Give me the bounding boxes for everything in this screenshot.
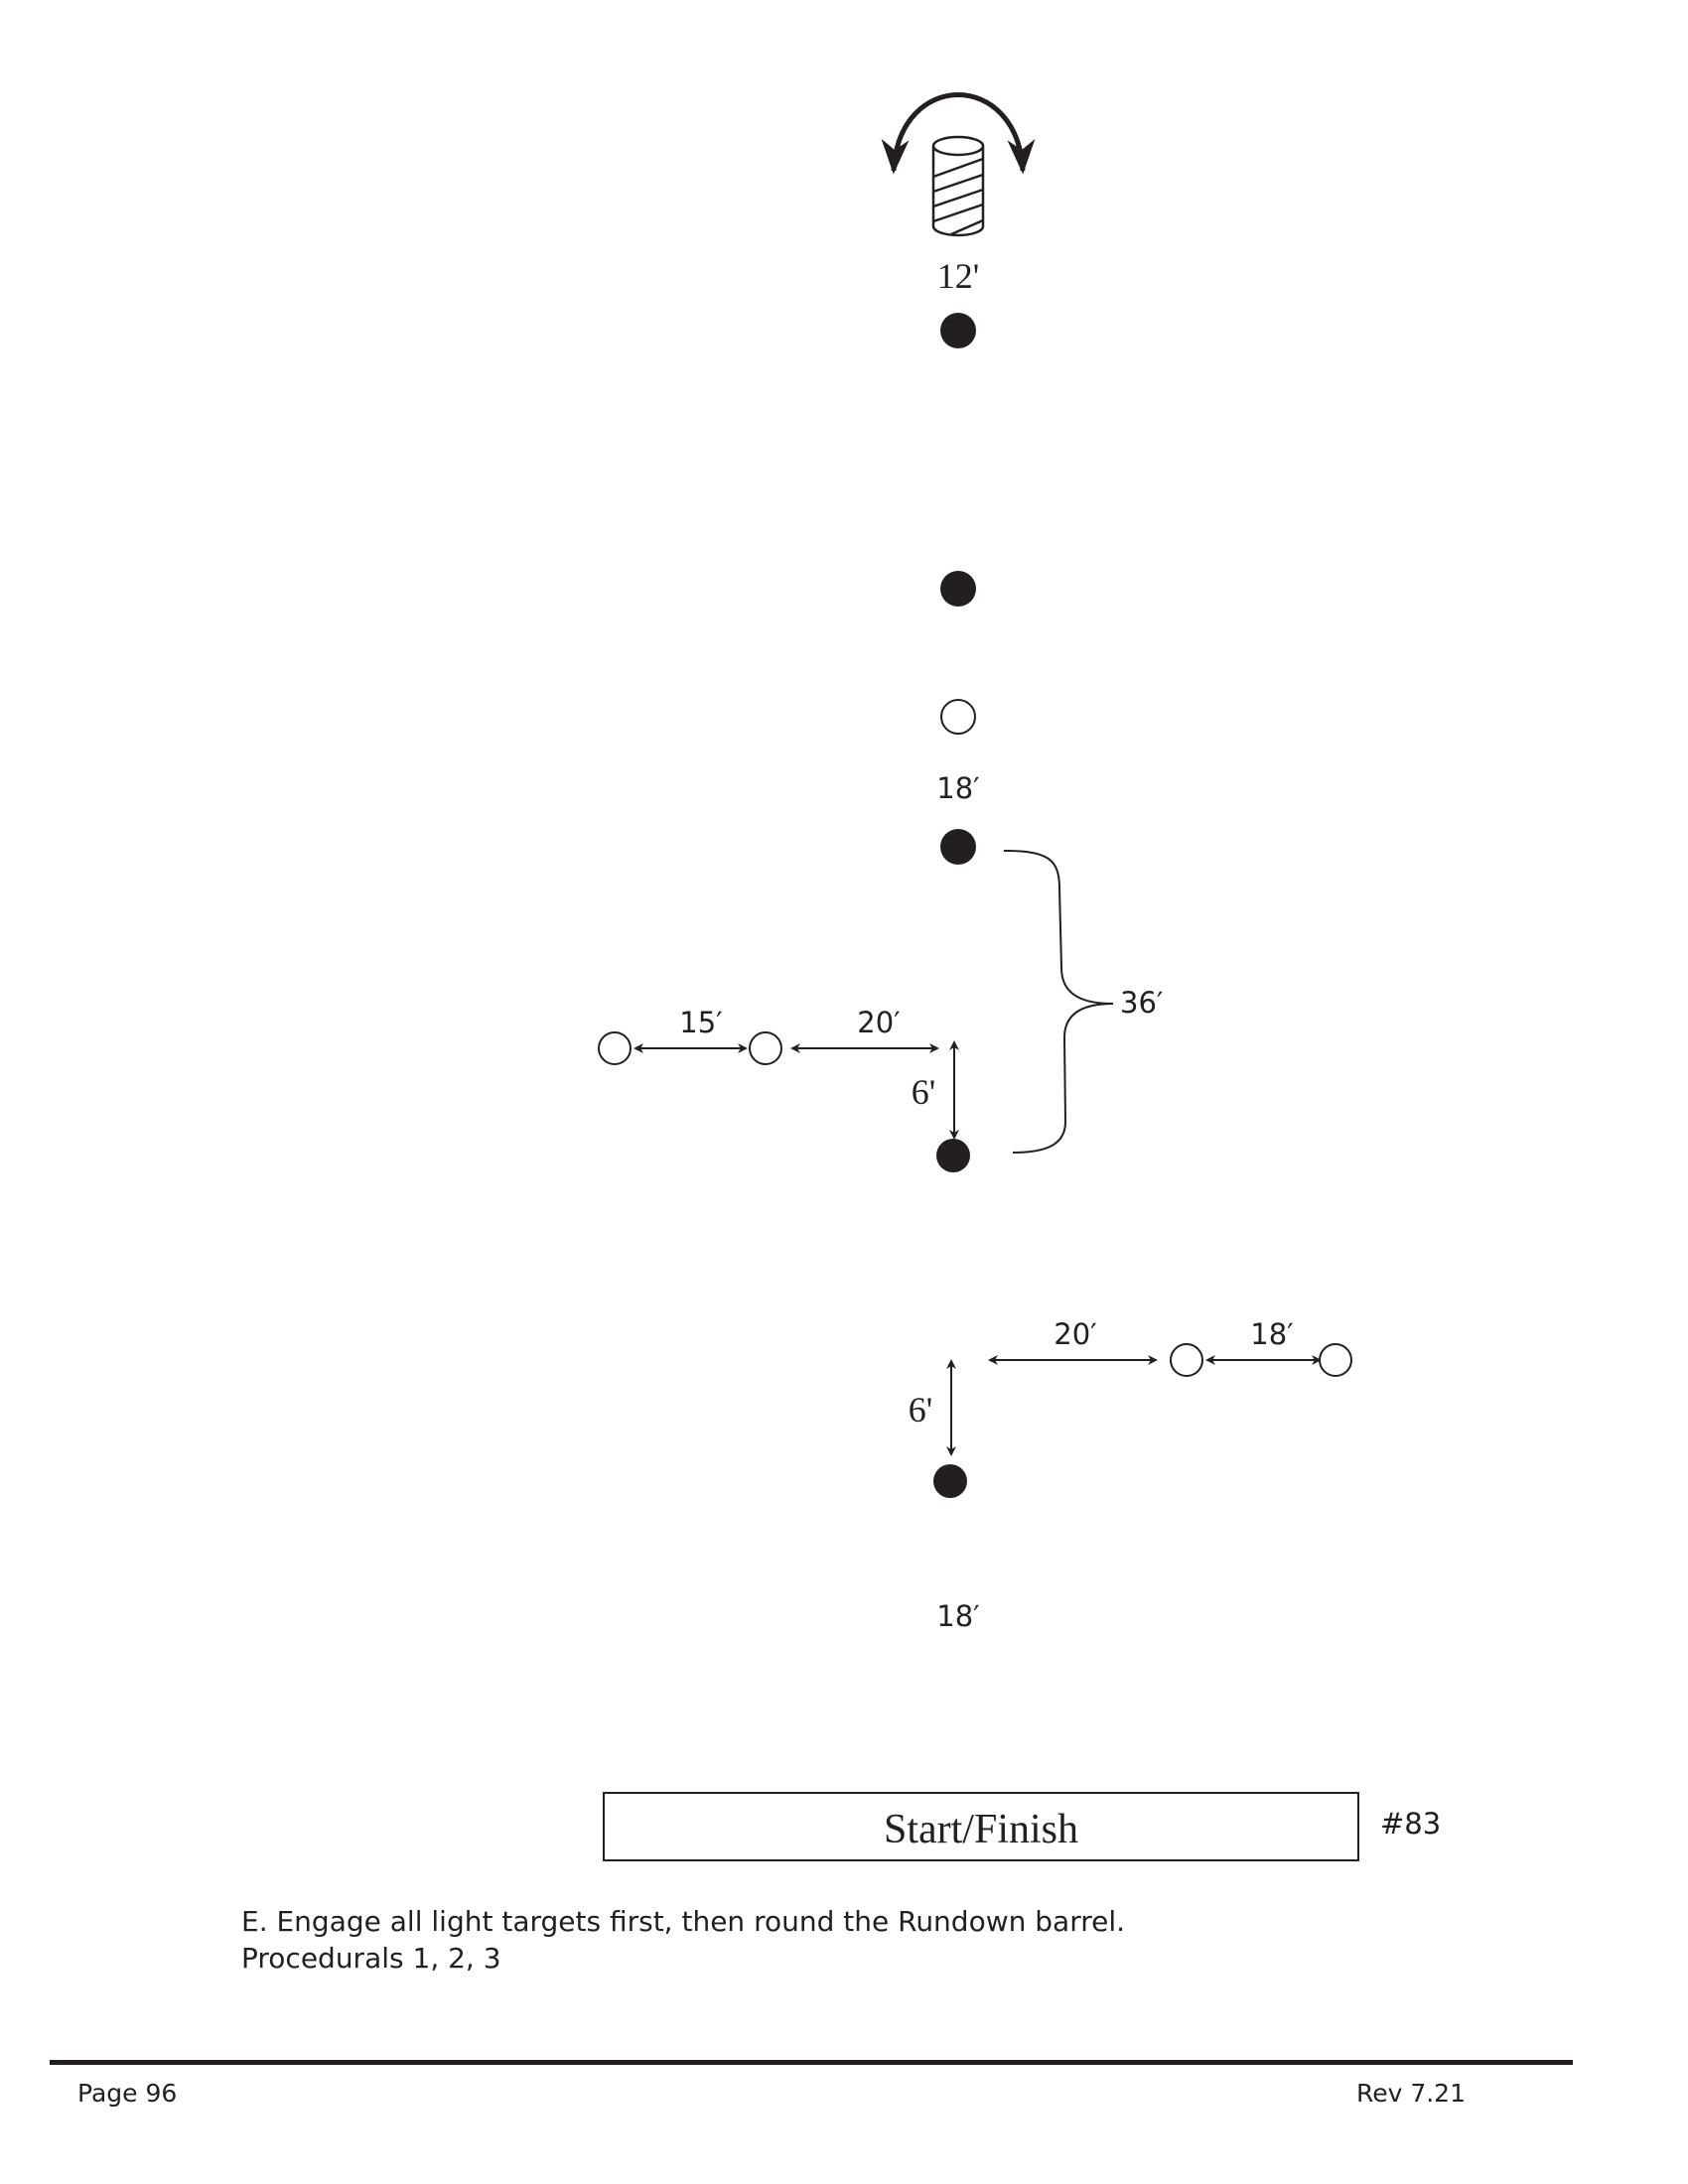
instruction-line-2: Procedurals 1, 2, 3 (241, 1942, 501, 1975)
light-target (940, 699, 976, 735)
light-target (598, 1031, 632, 1065)
pattern-number: #83 (1380, 1807, 1441, 1841)
left-outer-gap-label: 15′ (679, 1006, 723, 1039)
distance-bracket (1003, 850, 1114, 1154)
upper-distance-label: 18′ (936, 771, 980, 805)
footer-rule (50, 2060, 1573, 2065)
lower-distance-label: 18′ (936, 1599, 980, 1633)
bracket-distance-label: 36′ (1120, 986, 1164, 1020)
dark-target (940, 829, 976, 865)
page-number: Page 96 (77, 2079, 177, 2108)
light-target (1319, 1343, 1352, 1377)
start-finish-box (603, 1792, 1359, 1861)
left-inner-gap-label: 20′ (857, 1006, 901, 1039)
dark-target (936, 1139, 970, 1172)
start-finish-label: Start/Finish (884, 1807, 1078, 1852)
right-outer-gap-label: 18′ (1250, 1317, 1294, 1351)
right-offset-label: 6' (909, 1390, 933, 1430)
rundown-barrel-icon (931, 135, 985, 237)
left-offset-label: 6' (912, 1072, 936, 1112)
dark-target (940, 313, 976, 348)
right-inner-gap-label: 20′ (1054, 1317, 1097, 1351)
rotation-arrow-icon (881, 92, 1036, 175)
dark-target (940, 571, 976, 607)
revision: Rev 7.21 (1356, 2079, 1466, 2108)
barrel-distance-label: 12' (937, 256, 980, 296)
light-target (1170, 1343, 1203, 1377)
light-target (749, 1031, 782, 1065)
instruction-line-1: E. Engage all light targets first, then … (241, 1905, 1125, 1938)
dark-target (933, 1464, 967, 1498)
